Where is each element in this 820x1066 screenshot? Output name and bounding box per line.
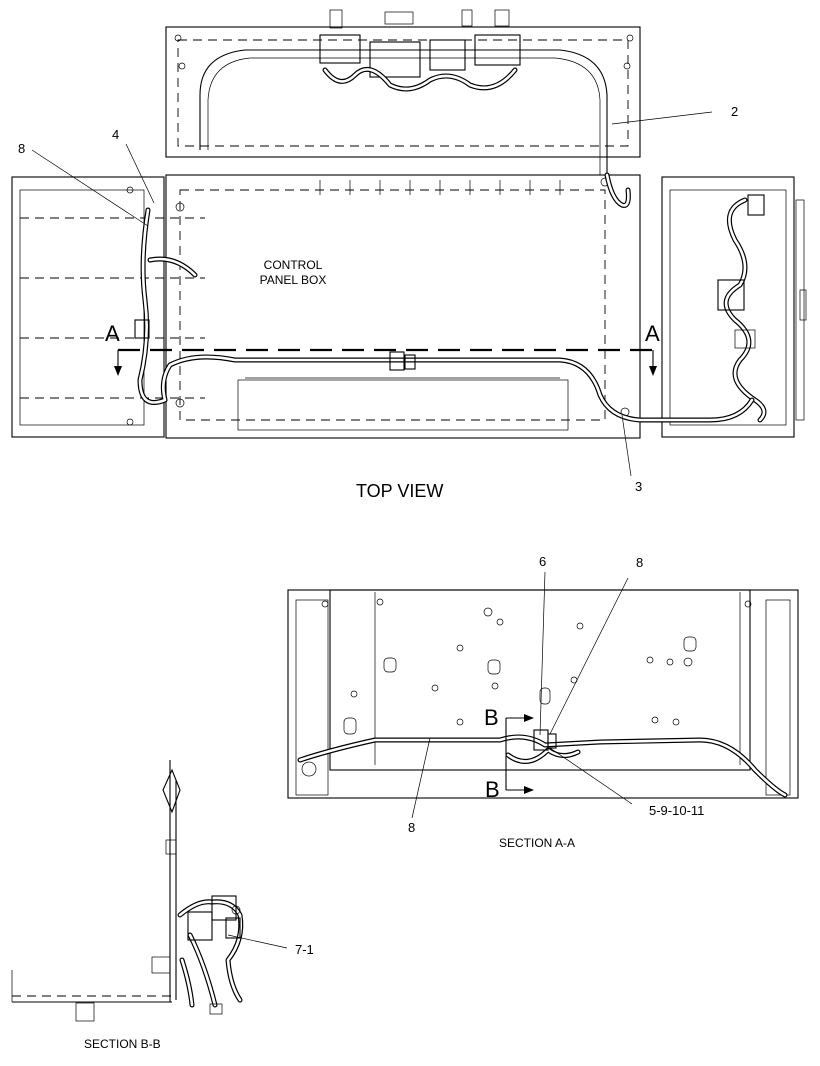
- leader-8-aa-bottom: [411, 737, 431, 819]
- callout-8-aa-top: 8: [636, 555, 643, 570]
- leader-7-1: [227, 934, 288, 949]
- upper-lid-panel: [165, 9, 641, 175]
- section-mark-a-left: A: [105, 321, 120, 346]
- leader-2: [611, 111, 713, 125]
- panel-label-line1: CONTROL: [264, 258, 323, 272]
- control-panel-box: CONTROL PANEL BOX: [165, 174, 641, 439]
- section-bb-view: 7-1 SECTION B-B: [11, 760, 314, 1051]
- leader-4: [125, 143, 155, 204]
- section-mark-b-top: B: [484, 705, 499, 730]
- leader-8-aa-top: [549, 577, 629, 735]
- section-aa-view: B B 6 8 8 5-9-10-11 SECTION A-A: [287, 554, 799, 850]
- callout-6: 6: [539, 554, 546, 569]
- top-view-title: TOP VIEW: [356, 481, 443, 501]
- section-mark-a-right: A: [645, 321, 660, 346]
- leader-3: [621, 414, 632, 477]
- section-aa-caption: SECTION A-A: [499, 836, 575, 850]
- callout-5-9-10-11: 5-9-10-11: [649, 803, 704, 818]
- leader-6: [539, 571, 546, 736]
- section-mark-b-bottom: B: [485, 777, 500, 802]
- section-bb-caption: SECTION B-B: [84, 1037, 161, 1051]
- callout-4: 4: [112, 127, 119, 142]
- panel-label-line2: PANEL BOX: [260, 273, 327, 287]
- right-door-panel: [661, 176, 807, 438]
- callout-2: 2: [731, 104, 738, 119]
- callout-8-top: 8: [18, 141, 25, 156]
- leader-5-9-10-11: [549, 747, 633, 805]
- callout-7-1: 7-1: [295, 942, 314, 957]
- callout-3: 3: [635, 479, 642, 494]
- top-view: CONTROL PANEL BOX: [11, 9, 807, 501]
- left-door-panel: [11, 176, 205, 438]
- leader-8-top: [31, 149, 149, 227]
- callout-8-aa-bottom: 8: [408, 820, 415, 835]
